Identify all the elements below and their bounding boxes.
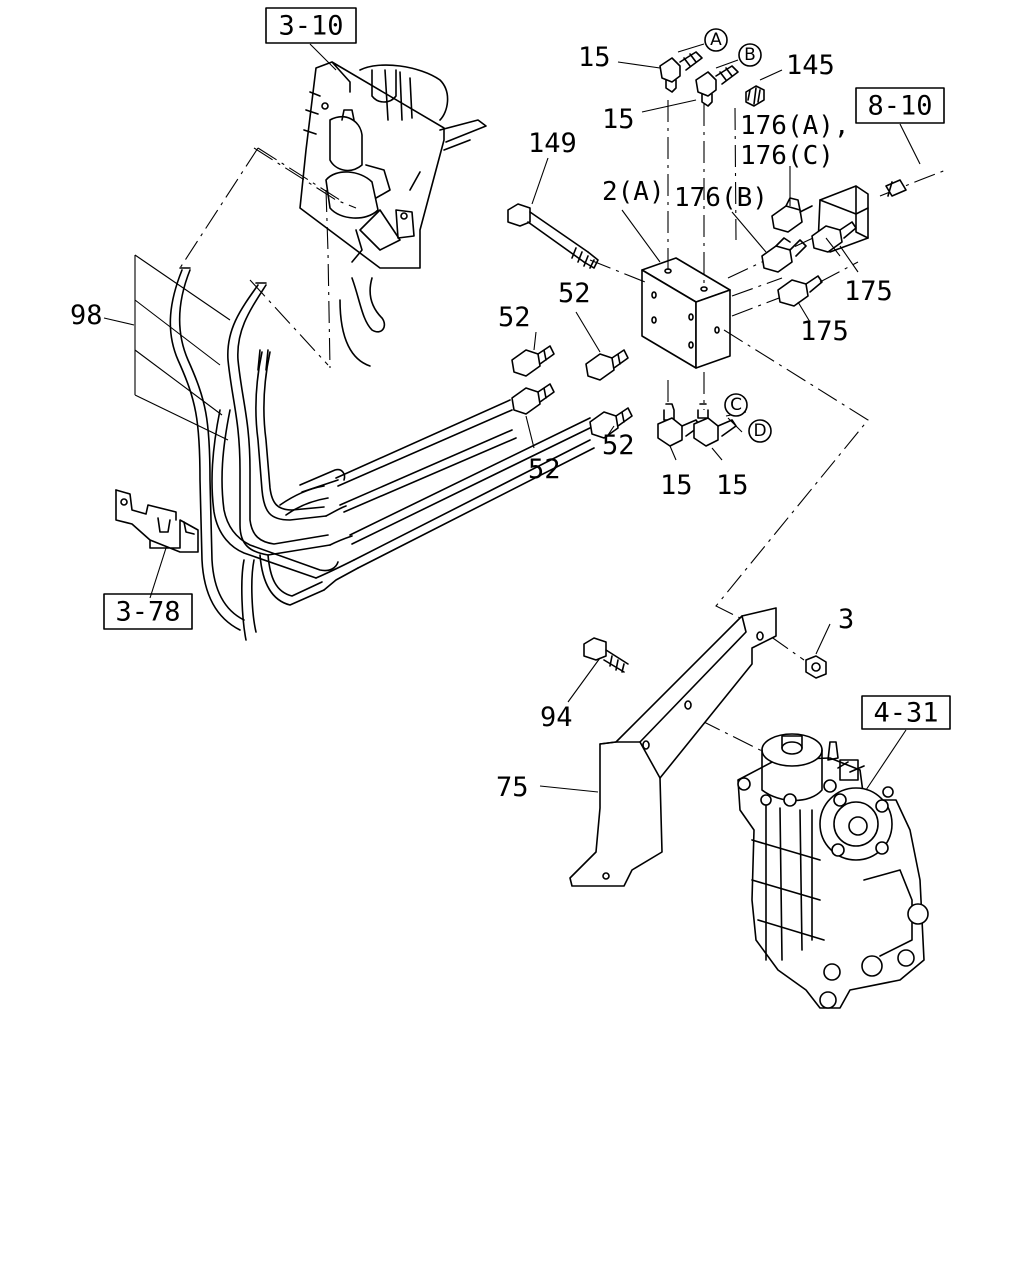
plug-145 (745, 85, 765, 107)
ref-box-3-78[interactable]: 3-78 (103, 593, 193, 630)
pipe-clip-bracket (115, 489, 199, 599)
harness-connector (885, 179, 907, 197)
dash-lines (179, 100, 947, 756)
ref-box-3-10[interactable]: 3-10 (265, 7, 357, 44)
part-label-149: 149 (528, 128, 577, 159)
ref-box-3-78-label: 3-78 (115, 597, 180, 628)
part-label-75: 75 (496, 772, 529, 803)
part-label-145: 145 (786, 50, 835, 81)
elbow-fitting-15-b (695, 65, 739, 107)
part-label-3: 3 (838, 604, 854, 635)
part-label-52-b: 52 (558, 278, 591, 309)
bolt-94 (583, 637, 629, 673)
callout-a-label: A (710, 30, 722, 50)
switch-175-b (777, 275, 823, 307)
part-label-94: 94 (540, 702, 573, 733)
part-label-2a: 2(A) (602, 177, 665, 207)
union-52-d (589, 407, 633, 439)
part-label-52-c: 52 (528, 454, 561, 485)
callout-d[interactable]: D (748, 419, 772, 443)
valve-block[interactable] (641, 257, 731, 369)
part-label-15-bottom-b: 15 (716, 470, 749, 501)
union-52-b (585, 349, 629, 381)
callout-a[interactable]: A (704, 28, 728, 52)
ref-box-4-31-label: 4-31 (873, 698, 938, 729)
pipe-bundle (134, 254, 595, 641)
elbow-fitting-15-d (693, 403, 737, 447)
ref-box-8-10-label: 8-10 (867, 91, 932, 122)
part-label-52-a: 52 (498, 302, 531, 333)
callout-b[interactable]: B (738, 43, 762, 67)
part-label-175-a: 175 (844, 276, 893, 307)
callout-c-label: C (730, 395, 742, 415)
pedal-valve-assembly (299, 61, 487, 367)
union-52-a (511, 345, 555, 377)
part-label-15-bottom-a: 15 (660, 470, 693, 501)
part-label-176b: 176(B) (674, 183, 768, 213)
part-label-15-top-b: 15 (602, 104, 635, 135)
elbow-fitting-15-a (659, 51, 703, 93)
bolt-149 (507, 203, 599, 269)
callout-d-label: D (753, 421, 766, 441)
switch-176-ac (771, 197, 813, 233)
ref-box-3-10-label: 3-10 (278, 11, 343, 42)
union-52-c (511, 383, 555, 415)
steering-bracket-75[interactable] (569, 607, 777, 887)
part-label-98: 98 (70, 300, 103, 331)
callout-c[interactable]: C (724, 393, 748, 417)
steering-gear-box (737, 733, 929, 1009)
part-label-15-top-a: 15 (578, 42, 611, 73)
callout-b-label: B (744, 45, 756, 65)
part-label-175-b: 175 (800, 316, 849, 347)
switch-176-b (761, 237, 807, 273)
ref-box-8-10[interactable]: 8-10 (855, 87, 945, 124)
nut-3 (769, 635, 827, 679)
part-label-176ac-line1: 176(A), (740, 111, 850, 141)
leader-lines (103, 43, 921, 793)
part-label-176ac-line2: 176(C) (740, 141, 834, 171)
ref-box-4-31[interactable]: 4-31 (861, 695, 951, 730)
part-label-52-d: 52 (602, 430, 635, 461)
